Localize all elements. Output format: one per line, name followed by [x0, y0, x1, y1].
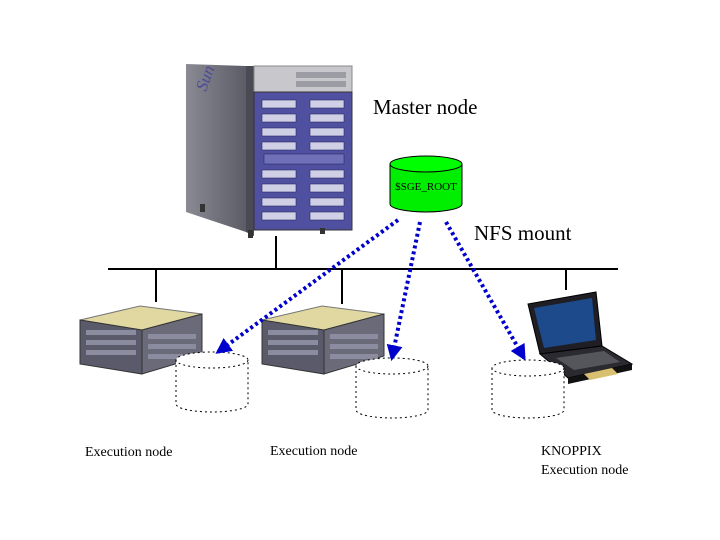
local-disk-2-icon: [355, 357, 429, 419]
execution-node-1-label: Execution node: [85, 445, 173, 460]
execution-node-2-label: Execution node: [270, 444, 358, 459]
nfs-mount-label: NFS mount: [474, 221, 572, 245]
nfs-arrow-2: [386, 221, 422, 362]
network-bus: [108, 236, 618, 304]
local-disk-1-icon: [175, 351, 249, 413]
laptop-icon: [527, 291, 634, 384]
nfs-arrow-3: [444, 221, 526, 361]
master-server-icon: Sun: [186, 63, 353, 238]
nfs-arrow-1: [215, 218, 400, 354]
execution-server-2-icon: [261, 305, 385, 375]
knoppix-execution-node-label: Execution node: [541, 463, 629, 478]
sge-root-label: $SGE_ROOT: [395, 181, 457, 193]
nfs-mount-arrows: [215, 218, 526, 362]
knoppix-label: KNOPPIX: [541, 444, 602, 459]
local-disk-3-icon: [491, 359, 565, 419]
sge-root-disk-icon: $SGE_ROOT: [389, 155, 463, 213]
master-node-label: Master node: [373, 95, 478, 119]
